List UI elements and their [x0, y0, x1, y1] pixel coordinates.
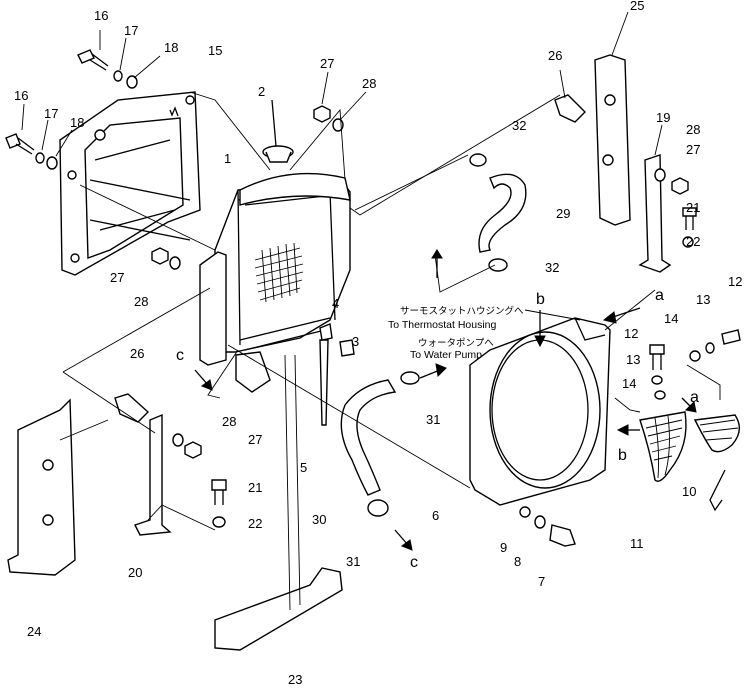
part-label: 7 [538, 574, 545, 589]
letter-a-top: a [655, 287, 664, 304]
letter-b-top: b [536, 291, 545, 308]
nut-washer-lower [172, 433, 202, 459]
part-label: 25 [630, 0, 644, 13]
part-label: 29 [556, 206, 570, 221]
part-label: 32 [545, 260, 559, 275]
sensor-upper [554, 69, 586, 123]
part-label: 19 [656, 110, 670, 125]
radiator-cap [262, 99, 294, 163]
part-label: 26 [548, 48, 562, 63]
part-label: 15 [208, 43, 222, 58]
part-label: 32 [512, 118, 526, 133]
part-label: 1 [224, 151, 231, 166]
part-label: 17 [124, 23, 138, 38]
part-label: 16 [94, 8, 108, 23]
part-label: 27 [110, 270, 124, 285]
support-23 [214, 567, 343, 651]
fan-guard-10 [693, 414, 740, 512]
part-label: 3 [352, 334, 359, 349]
leader-23-b [294, 354, 301, 606]
arrows [194, 249, 697, 551]
part-label: 5 [300, 460, 307, 475]
part-label: 27 [686, 142, 700, 157]
note-thermostat-en: To Thermostat Housing [388, 319, 497, 331]
bolt-set-7 [519, 506, 576, 547]
bolt-set-top [77, 30, 161, 89]
part-label: 12 [728, 274, 742, 289]
letter-c-bottom: c [410, 554, 418, 571]
nut-washer-upper [313, 71, 367, 132]
drain-plug [339, 339, 355, 357]
part-label: 21 [248, 480, 262, 495]
part-label: 28 [134, 294, 148, 309]
fan-guard-11 [639, 411, 687, 482]
bolt-washer-lower [211, 479, 227, 528]
part-label: 28 [222, 414, 236, 429]
part-label: 30 [312, 512, 326, 527]
letter-a-right: a [690, 389, 699, 406]
stay-19 [638, 124, 672, 273]
part-label: 31 [346, 554, 360, 569]
nut-washer-right [654, 168, 689, 195]
part-label: 14 [664, 311, 678, 326]
part-label: 27 [320, 56, 334, 71]
upper-hose [469, 153, 527, 272]
part-label: 20 [128, 565, 142, 580]
part-label: 16 [14, 88, 28, 103]
part-label: 27 [248, 432, 262, 447]
bolt-set-12-right [689, 329, 741, 362]
note-thermostat-jp: サーモスタットハウジングへ [400, 305, 524, 317]
part-label: 11 [630, 536, 644, 551]
part-label: 2 [258, 84, 265, 99]
fan-shroud [469, 317, 611, 506]
note-pump-en: To Water Pump [410, 349, 482, 361]
part-label: 6 [432, 508, 439, 523]
lower-hose [340, 371, 420, 517]
part-label: 13 [696, 292, 710, 307]
sensor-lower [114, 393, 150, 423]
bracket-24 [7, 398, 76, 576]
part-label: 9 [500, 540, 507, 555]
part-label: 4 [332, 296, 339, 311]
radiator-side-plate [199, 251, 227, 366]
part-label: 24 [27, 624, 41, 639]
letter-c-left: c [176, 347, 184, 364]
part-label: 17 [44, 106, 58, 121]
bolt-washer-right [682, 207, 697, 248]
part-label: 13 [626, 352, 640, 367]
drain-rod [319, 323, 333, 426]
part-label: 10 [682, 484, 696, 499]
part-label: 21 [686, 200, 700, 215]
part-label: 28 [362, 76, 376, 91]
part-label: 28 [686, 122, 700, 137]
leader-lines [59, 91, 721, 531]
part-label: 31 [426, 412, 440, 427]
stay-20 [134, 413, 172, 536]
part-label: 26 [130, 346, 144, 361]
shroud-frame [59, 91, 201, 276]
part-label: 8 [514, 554, 521, 569]
part-label: 22 [248, 516, 262, 531]
part-label: 23 [288, 672, 302, 687]
part-label: 14 [622, 376, 636, 391]
part-label: 12 [624, 326, 638, 341]
bolt-set-left [5, 103, 73, 170]
part-number-labels: 1617181617181522728127282526192827212232… [14, 0, 742, 687]
part-label: 18 [70, 115, 84, 130]
nut-washer-mid [151, 247, 181, 270]
part-label: 22 [686, 234, 700, 249]
bracket-25 [594, 11, 631, 226]
note-pump-jp: ウォータポンプへ [418, 338, 494, 349]
letter-b-right: b [618, 447, 627, 464]
radiator-core [214, 172, 351, 393]
leader-23-a [284, 354, 291, 611]
bolt-set-12 [649, 344, 666, 400]
part-label: 18 [164, 40, 178, 55]
